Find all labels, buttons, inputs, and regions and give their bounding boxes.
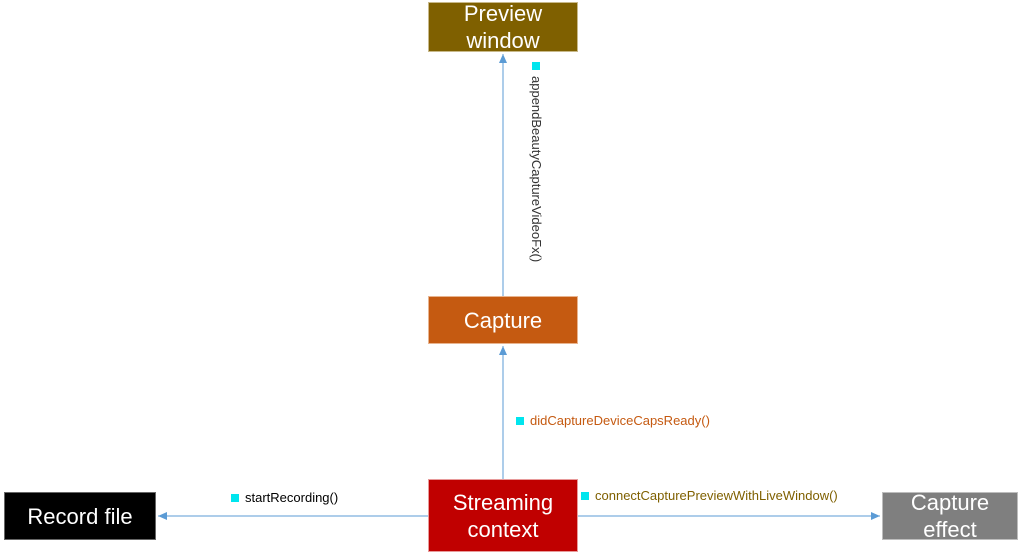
- preview-window-node[interactable]: Preview window: [428, 1, 578, 53]
- record-file-node[interactable]: Record file: [4, 492, 156, 540]
- record-file-label: Record file: [27, 503, 133, 529]
- capture-node[interactable]: Capture: [428, 296, 578, 344]
- edge-marker-icon: [516, 416, 524, 425]
- edge-marker-icon: [231, 493, 239, 502]
- capture-label: Capture: [463, 307, 543, 333]
- streaming-context-node[interactable]: Streaming context: [428, 479, 578, 552]
- edge-label-connect-preview: connectCapturePreviewWithLiveWindow(): [581, 488, 838, 503]
- start-recording-text: startRecording(): [245, 490, 339, 505]
- edge-label-append-beauty: appendBeautyCaptureVideoFx(): [529, 62, 544, 262]
- edge-label-start-recording: startRecording(): [231, 490, 338, 505]
- connect-preview-text: connectCapturePreviewWithLiveWindow(): [595, 488, 838, 503]
- edge-marker-icon: [581, 491, 589, 500]
- streaming-context-label: Streaming context: [452, 489, 554, 542]
- capture-effect-node[interactable]: Capture effect: [882, 490, 1018, 542]
- edge-marker-icon: [532, 62, 541, 70]
- capture-effect-label: Capture effect: [910, 490, 990, 542]
- edge-label-did-capture-caps: didCaptureDeviceCapsReady(): [516, 413, 710, 428]
- preview-window-label: Preview window: [463, 1, 543, 53]
- did-capture-caps-text: didCaptureDeviceCapsReady(): [530, 413, 710, 428]
- append-beauty-text: appendBeautyCaptureVideoFx(): [529, 76, 544, 263]
